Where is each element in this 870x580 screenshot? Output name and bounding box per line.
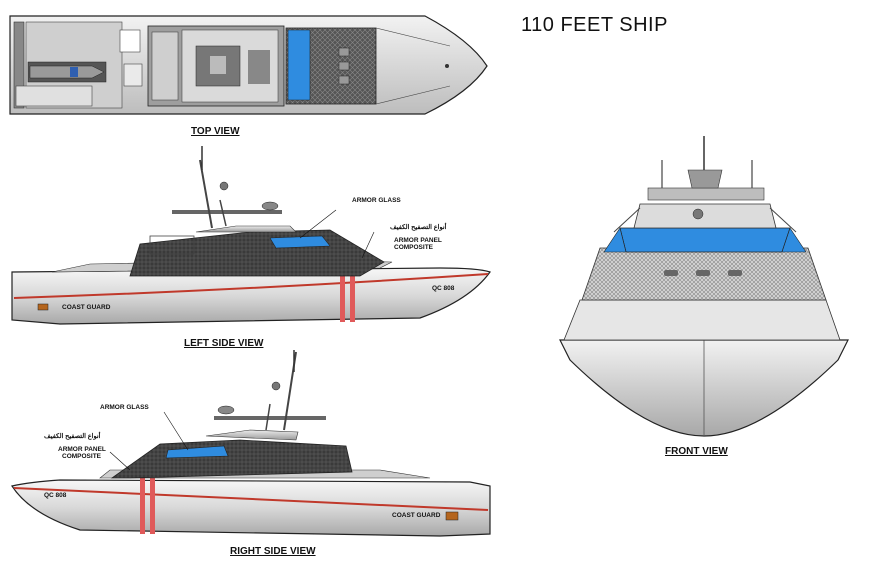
left-hull-id: QC 808 xyxy=(432,285,455,292)
right-hull xyxy=(11,350,491,537)
front-hull xyxy=(559,136,849,437)
left-coast-guard-text: COAST GUARD xyxy=(62,304,111,311)
left-armor-panel-label: ARMOR PANEL xyxy=(394,237,442,244)
right-view-caption: RIGHT SIDE VIEW xyxy=(230,546,316,557)
top-view-caption: TOP VIEW xyxy=(191,126,240,137)
page-title: 110 FEET SHIP xyxy=(521,14,668,36)
left-arabic-label: أنواع التصفيح الكفيف xyxy=(390,224,447,231)
front-view-caption: FRONT VIEW xyxy=(665,446,728,457)
right-callout-lines xyxy=(109,411,189,471)
right-hull-id: QC 808 xyxy=(44,492,67,499)
right-flag-emblem xyxy=(445,511,459,521)
right-armor-panel-label: ARMOR PANEL xyxy=(58,446,106,453)
left-hull xyxy=(11,146,491,325)
right-coast-guard-text: COAST GUARD xyxy=(392,512,441,519)
left-callout-lines xyxy=(299,209,375,259)
left-armor-glass-label: ARMOR GLASS xyxy=(352,197,401,204)
left-flag-emblem xyxy=(37,303,49,311)
top-view-hull xyxy=(9,15,488,115)
right-composite-label: COMPOSITE xyxy=(62,453,102,460)
right-arabic-label: أنواع التصفيح الكفيف xyxy=(44,433,101,440)
left-view-caption: LEFT SIDE VIEW xyxy=(184,338,264,349)
left-composite-label: COMPOSITE xyxy=(394,244,434,251)
right-armor-glass-label: ARMOR GLASS xyxy=(100,404,149,411)
